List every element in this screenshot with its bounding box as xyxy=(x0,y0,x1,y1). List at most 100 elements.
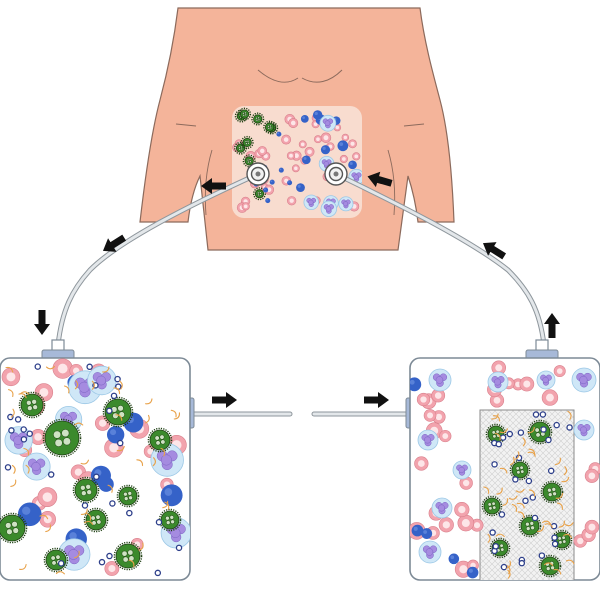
leukocyte xyxy=(573,419,595,441)
fiber xyxy=(173,412,181,420)
red-blood-cell xyxy=(439,429,452,443)
blue-cell xyxy=(466,566,479,579)
blue-cell xyxy=(421,528,433,539)
fiber xyxy=(19,564,27,570)
fiber xyxy=(170,409,177,418)
fiber xyxy=(517,511,525,519)
leukocyte xyxy=(303,194,319,211)
red-blood-cell xyxy=(304,146,315,157)
small-bead xyxy=(20,436,28,443)
blue-cell xyxy=(90,465,111,486)
red-blood-cell xyxy=(519,376,535,392)
fiber xyxy=(555,492,564,499)
fiber xyxy=(128,559,135,568)
fiber xyxy=(102,366,110,373)
fiber xyxy=(11,464,16,474)
fiber xyxy=(527,426,535,434)
small-bead xyxy=(492,543,500,550)
right-container xyxy=(405,339,600,581)
fiber xyxy=(564,522,574,527)
small-bead xyxy=(517,429,525,436)
leukocyte xyxy=(87,365,117,396)
red-blood-cell xyxy=(287,196,297,206)
leukocyte xyxy=(418,540,442,564)
fiber xyxy=(10,408,15,418)
outflow-tube-core xyxy=(56,172,260,347)
fiber xyxy=(506,560,511,569)
fiber xyxy=(499,467,508,474)
fiber xyxy=(20,391,30,395)
small-bead xyxy=(506,430,514,438)
green-particle xyxy=(147,427,173,453)
red-blood-cell xyxy=(584,468,599,483)
inflow-tube-core xyxy=(334,172,546,347)
fiber xyxy=(80,508,88,516)
red-blood-cell xyxy=(341,133,350,142)
green-particle xyxy=(540,480,564,504)
arm-line-left xyxy=(175,123,197,127)
fiber xyxy=(164,501,170,510)
green-particle xyxy=(116,484,140,508)
fiber xyxy=(107,484,113,493)
small-bead xyxy=(81,502,89,509)
fiber xyxy=(542,520,552,525)
left-container xyxy=(0,339,195,581)
fiber xyxy=(116,445,125,452)
fiber xyxy=(544,562,554,566)
green-particle xyxy=(158,508,182,532)
arrow-into-left-container xyxy=(34,310,50,335)
fiber xyxy=(80,459,90,465)
small-bead xyxy=(34,363,42,370)
fiber xyxy=(84,520,94,525)
red-blood-cell xyxy=(541,389,559,406)
small-bead xyxy=(532,411,540,418)
small-bead xyxy=(539,411,547,418)
fiber xyxy=(115,414,123,421)
small-bead xyxy=(547,467,555,475)
small-bead xyxy=(551,534,558,541)
red-blood-cell xyxy=(352,152,361,161)
fiber xyxy=(25,464,30,474)
fiber xyxy=(73,550,80,559)
red-blood-cell xyxy=(52,358,73,379)
leukocyte xyxy=(22,452,51,481)
blue-cell xyxy=(287,180,293,186)
fiber xyxy=(145,398,153,405)
red-blood-cell xyxy=(94,415,111,431)
red-blood-cell xyxy=(584,519,600,535)
small-bead xyxy=(114,375,121,383)
red-blood-cell xyxy=(241,202,250,211)
small-bead xyxy=(20,426,27,433)
small-bead xyxy=(93,473,100,481)
small-bead xyxy=(116,439,124,447)
small-bead xyxy=(175,544,183,552)
arrow-into-port xyxy=(367,171,393,188)
fiber xyxy=(567,410,572,420)
small-bead xyxy=(126,509,133,517)
small-bead xyxy=(495,440,503,448)
fiber xyxy=(10,479,17,488)
fiber xyxy=(522,437,526,447)
green-particle xyxy=(238,107,252,121)
blue-cell xyxy=(410,377,422,392)
fiber xyxy=(527,451,536,457)
right-port xyxy=(324,162,348,186)
blue-cell xyxy=(348,160,357,170)
arrow-down-tube xyxy=(102,234,127,252)
fiber xyxy=(492,415,501,422)
fiber xyxy=(536,525,545,532)
red-blood-cell xyxy=(416,392,431,407)
small-bead xyxy=(518,559,526,567)
fiber xyxy=(162,500,169,509)
fiber xyxy=(556,502,563,510)
chest-line-right xyxy=(301,69,343,83)
small-bead xyxy=(545,436,552,444)
fiber xyxy=(496,487,503,495)
small-bead xyxy=(498,511,506,518)
blue-cell xyxy=(263,187,269,193)
small-bead xyxy=(540,426,547,433)
small-bead xyxy=(8,427,15,434)
fiber xyxy=(544,523,554,529)
green-particle xyxy=(113,541,143,571)
small-bead xyxy=(26,430,33,437)
